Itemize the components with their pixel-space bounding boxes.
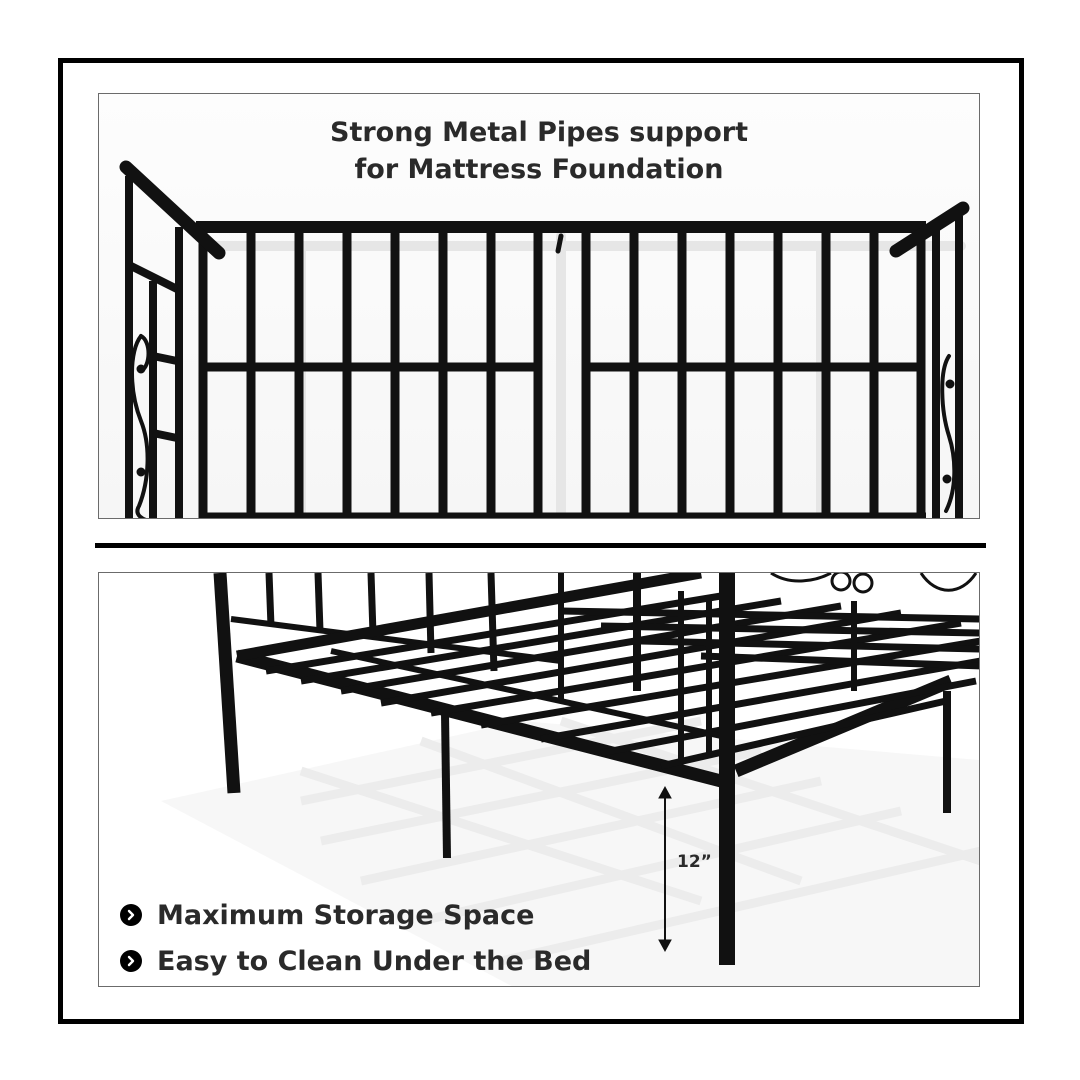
feature-item: Easy to Clean Under the Bed (120, 938, 591, 984)
chevron-right-circle-icon (120, 904, 142, 926)
headline-line-1: Strong Metal Pipes support (330, 117, 748, 148)
top-panel: Strong Metal Pipes support for Mattress … (98, 93, 980, 519)
feature-list: Maximum Storage Space Easy to Clean Unde… (120, 892, 591, 984)
bottom-panel (98, 572, 980, 987)
section-divider (95, 543, 986, 548)
feature-item: Maximum Storage Space (120, 892, 591, 938)
headline: Strong Metal Pipes support for Mattress … (99, 114, 979, 188)
height-dimension-label: 12” (677, 852, 712, 872)
headline-line-2: for Mattress Foundation (354, 154, 724, 185)
bed-frame-top-illustration (119, 160, 970, 518)
bed-frame-bottom-illustration (161, 573, 979, 986)
chevron-right-circle-icon (120, 950, 142, 972)
feature-label: Easy to Clean Under the Bed (157, 945, 592, 977)
feature-label: Maximum Storage Space (157, 899, 535, 931)
